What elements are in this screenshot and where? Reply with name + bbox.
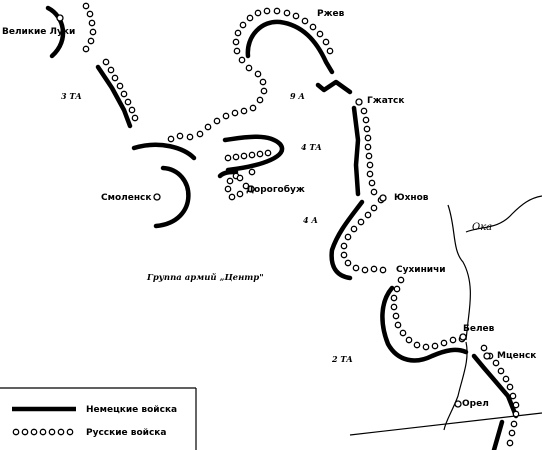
label-gzhatsk: Гжатск	[367, 96, 404, 106]
label-2ta: 2 ТА	[331, 354, 353, 364]
label-belev: Белев	[463, 324, 495, 334]
german-line-south	[491, 419, 505, 450]
german-line-mtsensk	[471, 353, 519, 419]
oka-river	[447, 204, 471, 341]
legend-german-label: Немецкие войска	[86, 405, 177, 415]
city-markers	[56, 14, 491, 408]
german-line-velikie-luki	[45, 5, 66, 59]
velikie-luki-marker	[56, 14, 64, 22]
label-oka: Ока	[472, 222, 492, 233]
german-line-dorogobuzh	[222, 134, 285, 173]
label-army-group-center: Группа армий „Центр"	[146, 272, 264, 283]
label-yukhnov: Юхнов	[394, 193, 429, 203]
yukhnov-marker	[379, 194, 387, 202]
legend-russian-label: Русские войска	[86, 428, 167, 438]
label-dorogobuzh: Дорогобуж	[246, 184, 305, 195]
belev-marker	[459, 333, 467, 341]
label-sukhinichi: Сухиничи	[396, 265, 446, 275]
label-4ta: 4 ТА	[301, 142, 322, 152]
label-3ta: 3 ТА	[61, 91, 82, 101]
river-lines	[349, 195, 542, 436]
russian-front	[82, 2, 520, 447]
german-line-sukhinichi	[380, 285, 469, 363]
river-south	[443, 341, 468, 431]
orel-marker	[454, 400, 462, 408]
german-front	[45, 5, 519, 450]
dorogobuzh-marker	[247, 185, 255, 193]
german-line-smolensk-north	[131, 142, 197, 161]
german-line-yukhnov	[329, 199, 365, 281]
german-line-dorogobuzh-south	[217, 169, 239, 179]
german-line-gzhatsk	[351, 105, 361, 197]
label-smolensk: Смоленск	[101, 193, 152, 203]
german-line-smolensk	[153, 165, 191, 229]
smolensk-marker	[153, 193, 161, 201]
mtsensk-marker	[483, 352, 491, 360]
front-baseline	[349, 412, 542, 436]
legend: Немецкие войска Русские войска	[0, 387, 197, 450]
gzhatsk-marker	[355, 98, 363, 106]
label-4a: 4 А	[303, 215, 318, 225]
label-mtsensk: Мценск	[497, 351, 536, 361]
legend-russian-swatch	[12, 428, 74, 436]
german-line-3ta	[95, 64, 133, 129]
oka-river-east	[465, 195, 542, 233]
german-line-9a	[315, 79, 353, 95]
label-orel: Орел	[462, 399, 489, 409]
label-9a: 9 А	[290, 91, 305, 101]
german-line-rzhev	[245, 19, 335, 75]
label-velikie-luki: Великие Луки	[2, 27, 75, 37]
label-rzhev: Ржев	[317, 9, 345, 19]
